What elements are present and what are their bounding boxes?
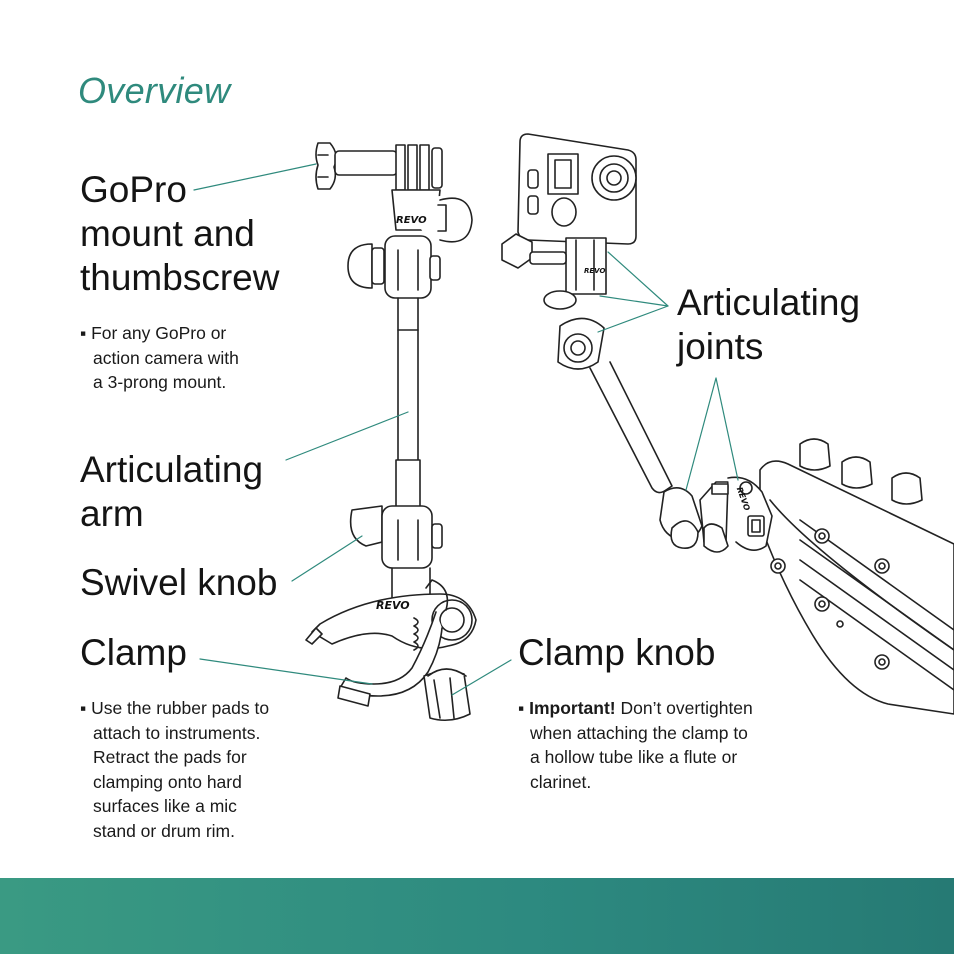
swivel-knob-label: Swivel knob [80,562,278,603]
clamp-illustration [305,579,477,722]
clamp-note: ▪ Use the rubber pads to attach to instr… [80,698,270,841]
articulating-arm-label: Articulating arm [80,449,264,534]
gopro-mount-label: GoPro mount and thumbscrew [80,169,280,298]
articulating-arm-illustration [347,235,443,613]
page-title: Overview [78,70,231,111]
leader-joints-upper [597,251,669,333]
svg-text:REVO: REVO [376,599,410,612]
articulating-joints-illustration [501,233,773,553]
svg-text:REVO: REVO [584,267,605,275]
gopro-camera-illustration [517,133,637,245]
leader-articulating-arm [285,411,409,461]
leader-lines [193,163,739,696]
important-emphasis: Important! [529,698,616,718]
leader-clamp [199,658,373,685]
articulating-joints-label: Articulating joints [677,282,861,367]
guitar-headstock-illustration [759,438,954,715]
clamp-label: Clamp [80,632,187,673]
leader-gopro-mount [193,163,317,191]
clamp-knob-note: ▪ Important! Don’t overtighten when atta… [518,698,753,792]
footer-band [0,878,954,954]
clamp-knob-label: Clamp knob [518,632,716,673]
svg-text:REVO: REVO [396,215,427,226]
gopro-mount-illustration [315,142,473,243]
leader-swivel-knob [291,535,363,582]
leader-clamp-knob [451,659,512,696]
leader-joints-lower [685,377,739,491]
leader-joints-mid [599,295,669,307]
gopro-note: ▪ For any GoPro or action camera with a … [80,323,239,392]
